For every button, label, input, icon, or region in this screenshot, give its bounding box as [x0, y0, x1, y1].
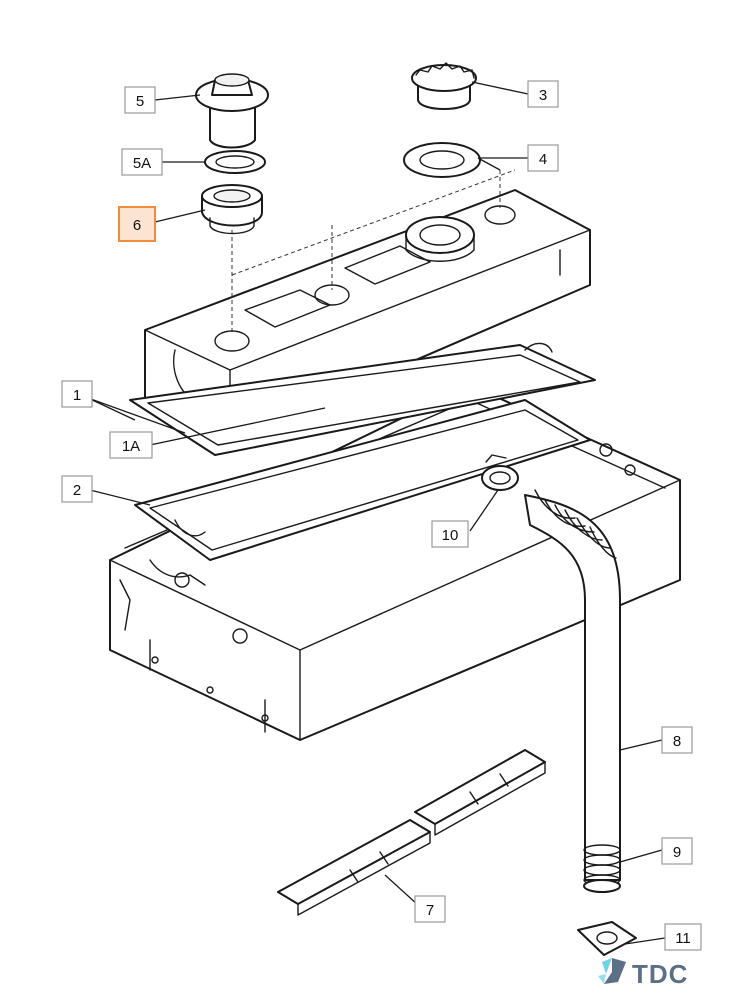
callout-label-2: 2	[61, 475, 93, 503]
svg-text:5: 5	[136, 93, 144, 110]
callout-label-7: 7	[414, 895, 446, 923]
svg-text:10: 10	[442, 527, 459, 544]
breather-hose-part-8	[524, 489, 621, 881]
washer-part-5a	[204, 150, 266, 174]
svg-text:7: 7	[426, 902, 434, 919]
callout-label-10: 10	[431, 520, 469, 548]
svg-text:2: 2	[73, 482, 81, 499]
svg-text:1A: 1A	[122, 438, 140, 455]
svg-text:8: 8	[673, 733, 681, 750]
lower-gasket	[134, 399, 591, 561]
callout-label-6-highlighted: 6	[118, 206, 156, 242]
callout-label-9: 9	[661, 837, 693, 865]
callout-label-8: 8	[661, 726, 693, 754]
brand-name: TDC	[632, 959, 688, 989]
spring-part-9	[583, 844, 621, 893]
callout-label-1: 1	[61, 380, 93, 408]
tdc-logo-icon	[598, 958, 626, 984]
svg-text:3: 3	[539, 87, 547, 104]
svg-text:4: 4	[539, 151, 547, 168]
assembly-guide-lines	[231, 169, 516, 335]
callout-label-4: 4	[527, 144, 559, 172]
strip-part-7	[277, 749, 546, 916]
bolt-part-5	[195, 73, 269, 149]
svg-text:11: 11	[675, 930, 691, 947]
callout-label-3: 3	[527, 80, 559, 108]
hose-clamp-part-10	[481, 454, 519, 491]
svg-text:1: 1	[73, 387, 81, 404]
filler-cap-part-3	[411, 62, 477, 110]
grommet-part-6	[201, 184, 263, 235]
callout-label-5: 5	[124, 86, 156, 114]
callout-label-1a: 1A	[109, 431, 153, 459]
leader-lines	[87, 81, 666, 945]
svg-text:6: 6	[133, 217, 141, 234]
seal-ring-part-4	[403, 142, 481, 178]
callout-label-11: 11	[664, 923, 702, 951]
retaining-plate-part-11	[577, 921, 637, 956]
callout-labels: 5 5A 6 3 4 1 1A 2	[61, 80, 702, 951]
callout-label-5a: 5A	[121, 148, 163, 176]
brand-watermark: TDC	[598, 958, 688, 989]
svg-text:9: 9	[673, 844, 681, 861]
svg-text:5A: 5A	[133, 155, 151, 172]
